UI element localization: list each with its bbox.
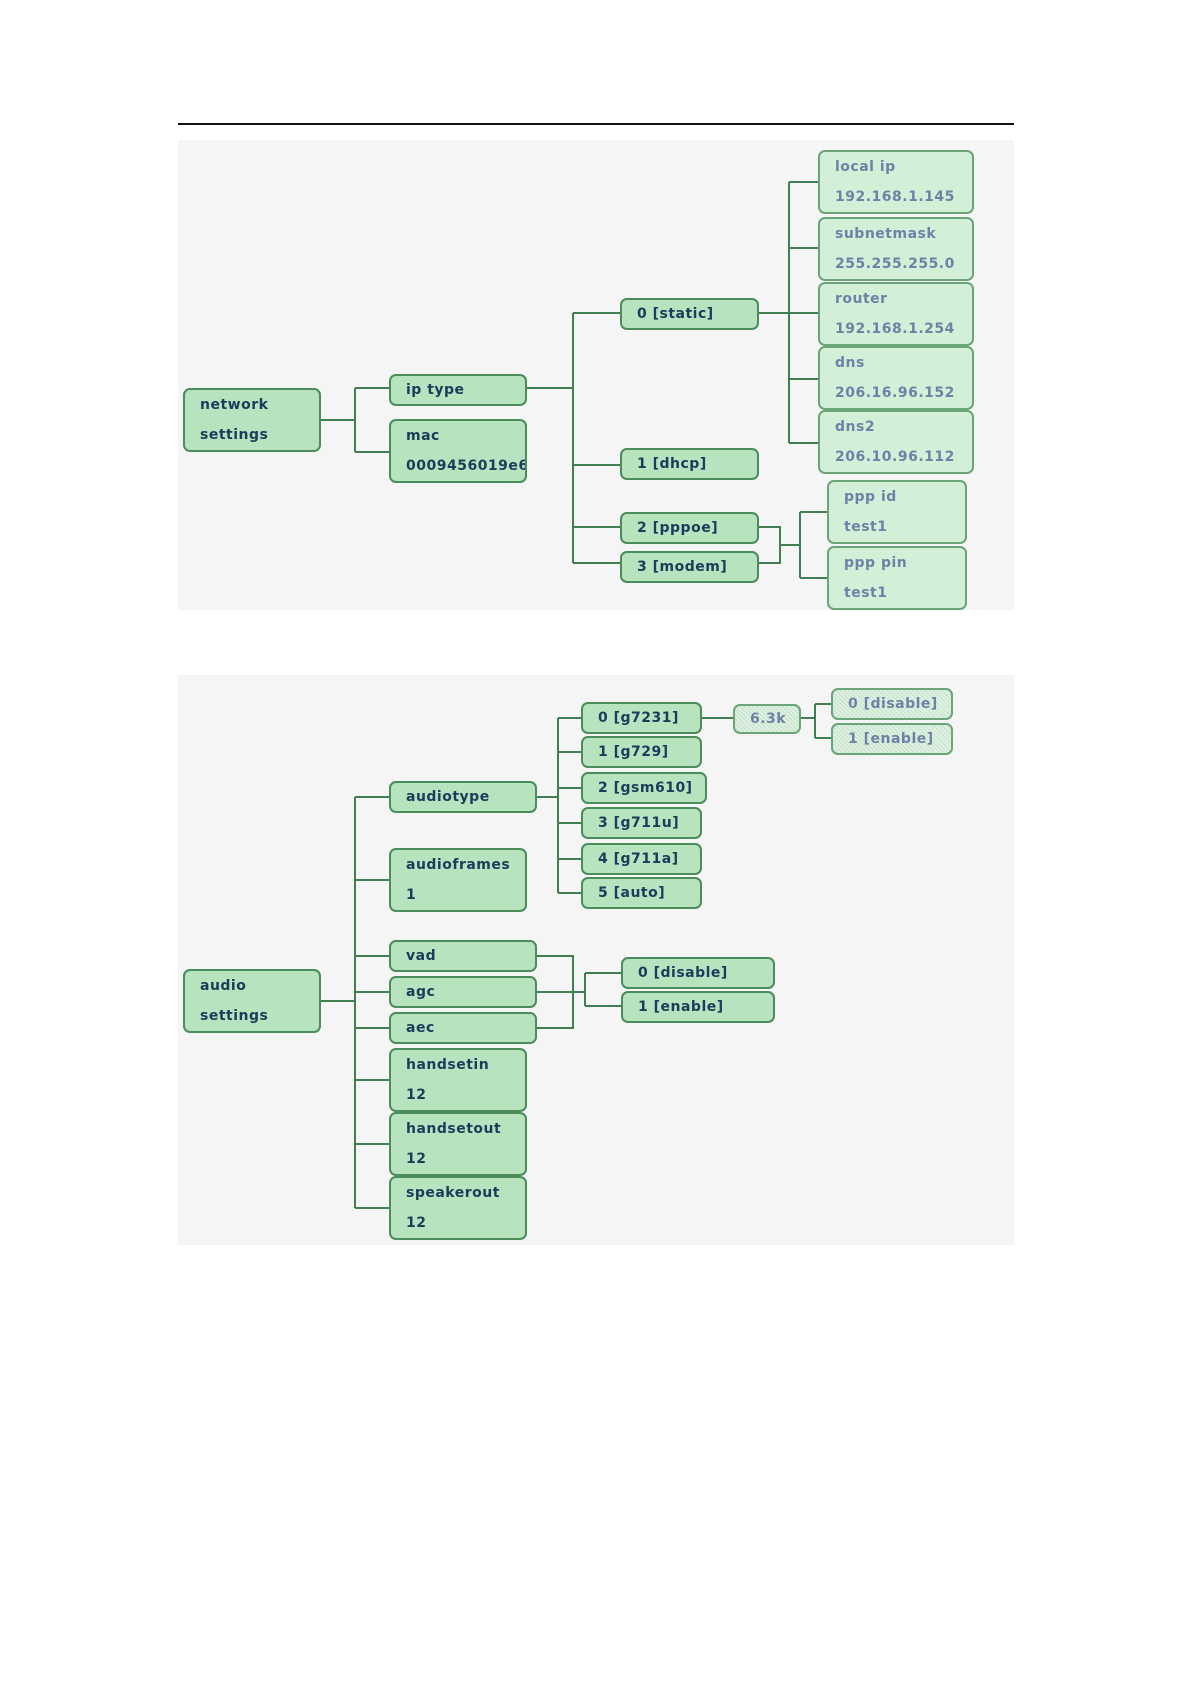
rate-6-3k-node[interactable]: 6.3k: [733, 704, 801, 734]
codec-g711u-node[interactable]: 3 [g711u]: [581, 807, 702, 839]
toggle-enable-node[interactable]: 1 [enable]: [621, 991, 775, 1023]
mode-dhcp-node[interactable]: 1 [dhcp]: [620, 448, 759, 480]
codec-g7231-node[interactable]: 0 [g7231]: [581, 702, 702, 734]
router-node[interactable]: router 192.168.1.254: [818, 282, 974, 346]
network-settings-node[interactable]: network settings: [183, 388, 321, 452]
codec-gsm610-node[interactable]: 2 [gsm610]: [581, 772, 707, 804]
vad-node[interactable]: vad: [389, 940, 537, 972]
ip-type-node[interactable]: ip type: [389, 374, 527, 406]
audioframes-node[interactable]: audioframes 1: [389, 848, 527, 912]
aec-node[interactable]: aec: [389, 1012, 537, 1044]
codec-auto-node[interactable]: 5 [auto]: [581, 877, 702, 909]
audio-settings-node[interactable]: audio settings: [183, 969, 321, 1033]
handsetout-node[interactable]: handsetout 12: [389, 1112, 527, 1176]
subnetmask-node[interactable]: subnetmask 255.255.255.0: [818, 217, 974, 281]
top-rule: [178, 123, 1014, 125]
rate-disable-node[interactable]: 0 [disable]: [831, 688, 953, 720]
mode-pppoe-node[interactable]: 2 [pppoe]: [620, 512, 759, 544]
speakerout-node[interactable]: speakerout 12: [389, 1176, 527, 1240]
mode-static-node[interactable]: 0 [static]: [620, 298, 759, 330]
toggle-disable-node[interactable]: 0 [disable]: [621, 957, 775, 989]
ppp-id-node[interactable]: ppp id test1: [827, 480, 967, 544]
handsetin-node[interactable]: handsetin 12: [389, 1048, 527, 1112]
audiotype-node[interactable]: audiotype: [389, 781, 537, 813]
audio-diagram-background: [178, 675, 1014, 1245]
agc-node[interactable]: agc: [389, 976, 537, 1008]
codec-g711a-node[interactable]: 4 [g711a]: [581, 843, 702, 875]
mac-node[interactable]: mac 0009456019e6: [389, 419, 527, 483]
codec-g729-node[interactable]: 1 [g729]: [581, 736, 702, 768]
mode-modem-node[interactable]: 3 [modem]: [620, 551, 759, 583]
ppp-pin-node[interactable]: ppp pin test1: [827, 546, 967, 610]
rate-enable-node[interactable]: 1 [enable]: [831, 723, 953, 755]
local-ip-node[interactable]: local ip 192.168.1.145: [818, 150, 974, 214]
dns2-node[interactable]: dns2 206.10.96.112: [818, 410, 974, 474]
dns-node[interactable]: dns 206.16.96.152: [818, 346, 974, 410]
